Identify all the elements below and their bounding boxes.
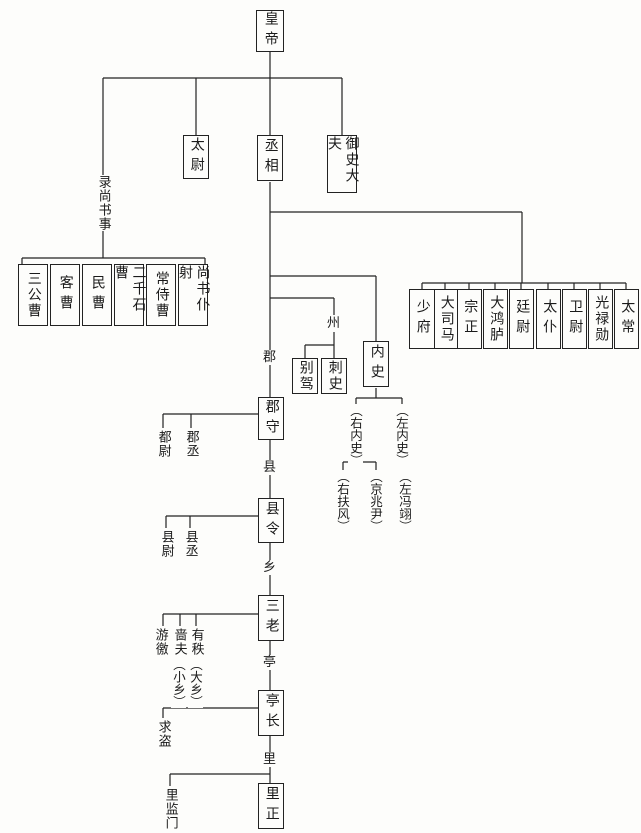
qiudao-label: 求盗 — [155, 720, 171, 748]
jun-label: 郡 — [263, 350, 277, 365]
lushangshushi-label: 录尚书事 — [95, 175, 111, 231]
sanlao-box: 三老 — [258, 595, 284, 641]
jingzhaoyin-label: （京兆尹） — [368, 470, 383, 533]
zhou-label: 州 — [327, 316, 341, 331]
juncheng-label: 郡丞 — [183, 430, 199, 458]
taipu-box: 太仆 — [536, 289, 561, 349]
changshicao-box: 常侍曹 — [146, 264, 176, 326]
yushidafu-box: 御史大夫 — [326, 135, 360, 193]
shaofu-box: 少府 — [409, 289, 435, 349]
sefu-label: 啬夫 — [171, 628, 187, 656]
erqianshicao-box: 二千石曹 — [113, 264, 147, 326]
neishi-box: 内史 — [363, 341, 389, 387]
zuoneishi-label: （左内史） — [394, 404, 409, 467]
cishi-box: 刺史 — [321, 358, 347, 394]
xian-label: 县 — [263, 460, 277, 475]
weiwei-box: 卫尉 — [562, 289, 587, 349]
junwei-label: 都尉 — [155, 430, 171, 458]
xiang-label: 乡 — [263, 560, 277, 575]
youzhi-label: 有秩 — [188, 628, 204, 656]
ting-label: 亭 — [263, 655, 277, 670]
dahonglu-box: 大鸿胪 — [483, 289, 508, 349]
taichang-box: 太常 — [614, 289, 639, 349]
chengxiang-box: 丞相 — [257, 135, 283, 181]
kecao-box: 客曹 — [50, 264, 80, 326]
zuopingyi-label: （左冯翊） — [397, 470, 412, 533]
youfufeng-label: （右扶风） — [335, 470, 350, 533]
mincao-box: 民曹 — [82, 264, 112, 326]
daxiang-label: （大乡） — [188, 658, 203, 708]
dasima-box: 大司马 — [434, 289, 458, 349]
guangluxun-box: 光禄勋 — [588, 289, 613, 349]
xianling-box: 县令 — [258, 498, 284, 543]
youneishi-label: （右内史） — [348, 404, 363, 467]
sangongcao-box: 三公曹 — [18, 264, 48, 326]
xianwei-label: 县尉 — [158, 530, 174, 558]
xiaoxiang-label: （小乡） — [171, 658, 186, 708]
taiwei-box: 太尉 — [183, 135, 209, 179]
zongzheng-box: 宗正 — [457, 289, 482, 349]
shangshupuye-box: 尚书仆射 — [177, 264, 211, 326]
li-label: 里 — [263, 752, 277, 767]
tingwei-box: 廷尉 — [509, 289, 534, 349]
biejia-box: 别驾 — [292, 358, 318, 394]
emperor-box: 皇帝 — [256, 10, 284, 52]
lijianmen-label: 里监门 — [162, 788, 178, 830]
youjiao-label: 游徼 — [152, 628, 168, 656]
tingzhang-box: 亭长 — [258, 690, 284, 736]
lizheng-box: 里正 — [258, 783, 284, 829]
xiancheng-label: 县丞 — [182, 530, 198, 558]
junshou-box: 郡守 — [258, 397, 284, 440]
